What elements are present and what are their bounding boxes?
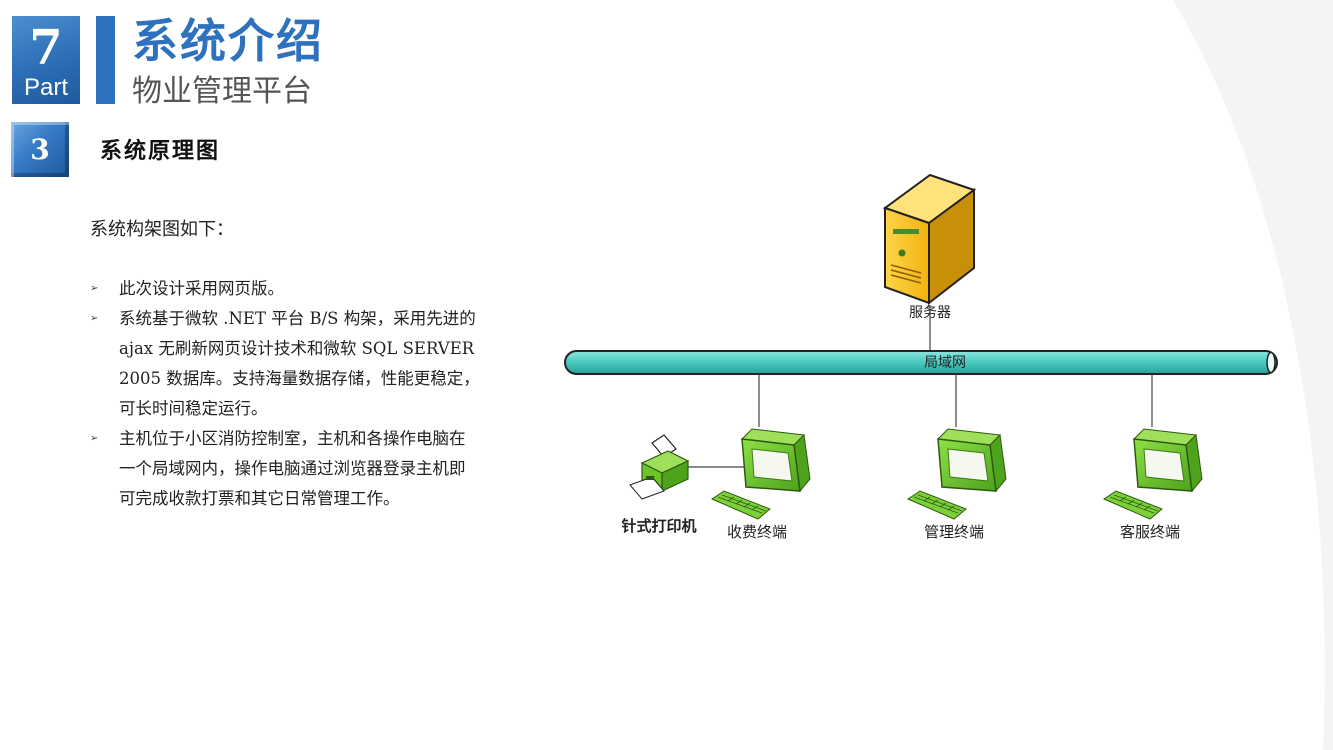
bullet-list: ➢ 此次设计采用网页版。 ➢ 系统基于微软 .NET 平台 B/S 构架，采用先进的… — [90, 274, 480, 514]
computer-icon — [711, 428, 811, 520]
part-badge: 7 Part — [12, 16, 80, 104]
bullet-text: 系统基于微软 .NET 平台 B/S 构架，采用先进的 ajax 无刷新网页设计… — [119, 309, 480, 418]
bullet-text: 此次设计采用网页版。 — [119, 279, 284, 298]
bullet-arrow-icon: ➢ — [90, 313, 99, 324]
section-title: 系统原理图 — [100, 138, 221, 164]
network-label: 局域网 — [924, 355, 966, 371]
section-number-badge: 3 — [11, 122, 69, 177]
bullet-item: ➢ 系统基于微软 .NET 平台 B/S 构架，采用先进的 ajax 无刷新网页设… — [90, 304, 480, 424]
printer-label: 针式打印机 — [621, 517, 696, 535]
part-number: 7 — [29, 20, 63, 76]
printer-icon — [629, 434, 690, 500]
server-icon — [882, 173, 977, 306]
bullet-arrow-icon: ➢ — [90, 283, 99, 294]
terminal-label-management: 管理终端 — [924, 523, 984, 541]
title-accent-bar — [96, 16, 115, 104]
terminal-links — [688, 374, 1153, 468]
terminal-label-billing: 收费终端 — [727, 523, 787, 541]
bullet-item: ➢ 主机位于小区消防控制室，主机和各操作电脑在一个局域网内，操作电脑通过浏览器登录… — [90, 424, 480, 514]
bullet-item: ➢ 此次设计采用网页版。 — [90, 274, 480, 304]
bullet-text: 主机位于小区消防控制室，主机和各操作电脑在一个局域网内，操作电脑通过浏览器登录主… — [119, 429, 466, 508]
lan-pipe — [564, 350, 1278, 375]
system-architecture-diagram: 服务器 局域网 针式打印机 收费终端 管理终端 客服终端 — [564, 173, 1278, 541]
terminal-label-service: 客服终端 — [1120, 523, 1180, 541]
bullet-arrow-icon: ➢ — [90, 433, 99, 444]
intro-text: 系统构架图如下： — [90, 219, 234, 240]
computer-icon — [907, 428, 1007, 520]
page-subtitle: 物业管理平台 — [132, 74, 312, 109]
part-label: Part — [23, 74, 68, 101]
page-title: 系统介绍 — [132, 14, 324, 68]
background-swoosh — [1173, 0, 1333, 750]
computer-icon — [1103, 428, 1203, 520]
